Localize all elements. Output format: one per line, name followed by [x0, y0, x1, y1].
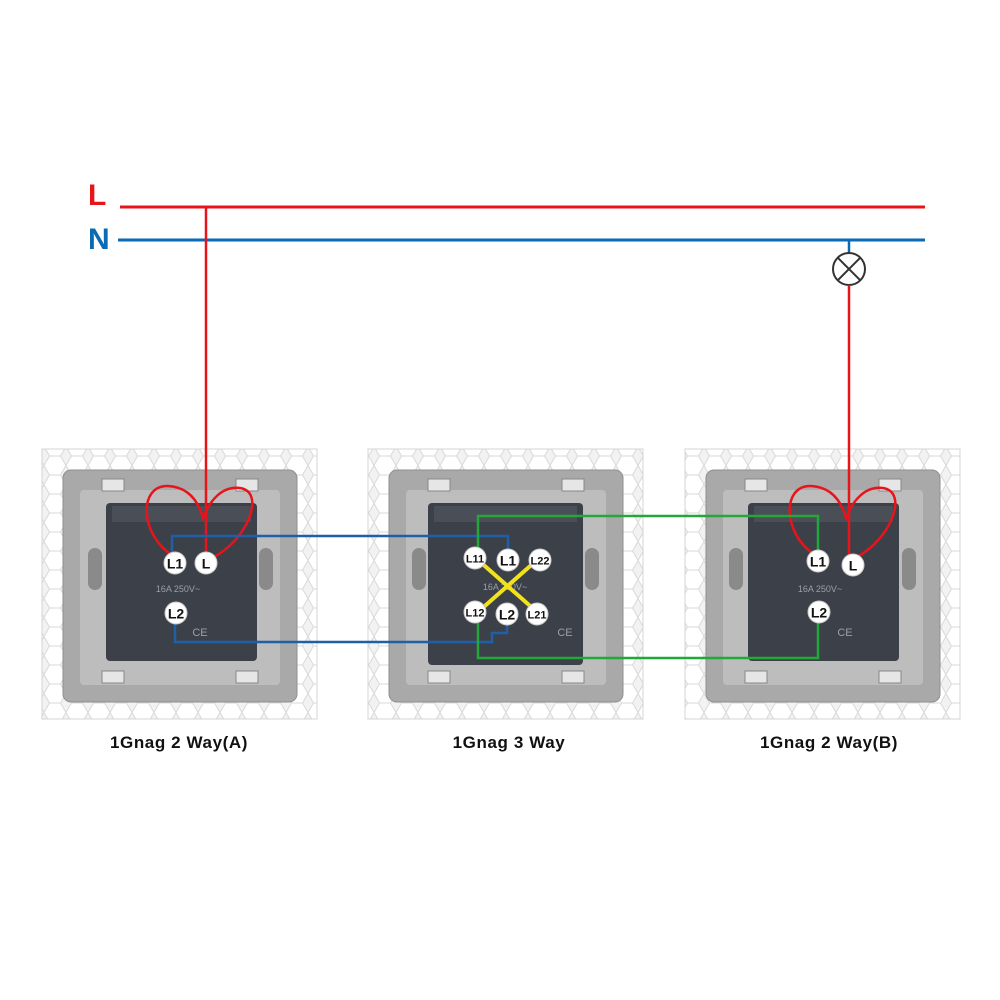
svg-text:L1: L1 [500, 553, 517, 569]
ce-mark: CE [192, 627, 207, 639]
rating-label: 16A 250V~ [156, 584, 200, 594]
terminal-mid-l2: L2 [495, 602, 519, 626]
switch-body-top [754, 506, 893, 522]
clip-top-left [744, 478, 768, 492]
clip-bottom-left [101, 670, 125, 684]
slot-right [259, 548, 273, 590]
svg-text:L2: L2 [811, 605, 828, 621]
jumper-loop-a [145, 484, 254, 560]
traveller-l1-blue [170, 534, 510, 560]
clip-top-left [427, 478, 451, 492]
traveller-green [476, 514, 820, 660]
terminal-a-l: L [194, 551, 218, 575]
terminal-b-l: L [841, 553, 865, 577]
terminal-mid-l12: L12 [463, 600, 487, 624]
clip-top-right [878, 478, 902, 492]
clip-top-right [235, 478, 259, 492]
terminal-b-l2: L2 [807, 600, 831, 624]
svg-text:L12: L12 [466, 608, 485, 620]
svg-text:L: L [849, 558, 858, 574]
terminal-b-l1: L1 [806, 549, 830, 573]
caption-switch-a: 1Gnag 2 Way(A) [109, 733, 249, 752]
terminal-a-l1: L1 [163, 551, 187, 575]
slot-right [902, 548, 916, 590]
switch-module-b: 16A 250V~ CE [684, 448, 961, 720]
clip-bottom-right [878, 670, 902, 684]
svg-text:L1: L1 [810, 554, 827, 570]
clip-bottom-right [235, 670, 259, 684]
caption-switch-mid: 1Gnag 3 Way [452, 733, 566, 752]
terminal-mid-l11: L11 [463, 546, 487, 570]
jumper-loop-b [788, 484, 897, 560]
svg-text:L11: L11 [466, 554, 484, 566]
ce-mark: CE [837, 627, 852, 639]
terminal-mid-l1: L1 [496, 548, 520, 572]
clip-top-right [561, 478, 585, 492]
switch-body-top [112, 506, 251, 522]
lamp-icon [832, 252, 866, 286]
svg-text:L: L [202, 556, 211, 572]
switch-body [748, 503, 899, 661]
traveller-l2-blue [173, 614, 509, 644]
neutral-rail-label: N [88, 223, 110, 256]
slot-right [585, 548, 599, 590]
cross-jumper-2 [476, 558, 539, 614]
clip-bottom-left [427, 670, 451, 684]
slot-left [412, 548, 426, 590]
svg-text:L22: L22 [531, 556, 550, 568]
svg-text:L1: L1 [167, 556, 184, 572]
switch-module-a: 16A 250V~ CE [41, 448, 318, 720]
switch-body [106, 503, 257, 661]
slot-left [729, 548, 743, 590]
switch-body-top [434, 506, 577, 522]
caption-switch-b: 1Gnag 2 Way(B) [759, 733, 899, 752]
svg-text:L21: L21 [528, 610, 547, 622]
clip-bottom-right [561, 670, 585, 684]
slot-left [88, 548, 102, 590]
clip-bottom-left [744, 670, 768, 684]
svg-text:L2: L2 [168, 606, 185, 622]
terminal-mid-l21: L21 [525, 602, 549, 626]
svg-text:L2: L2 [499, 607, 516, 623]
terminal-a-l2: L2 [164, 601, 188, 625]
rating-label: 16A 250V~ [798, 584, 842, 594]
terminal-mid-l22: L22 [528, 548, 552, 572]
clip-top-left [101, 478, 125, 492]
live-rail-label: L [88, 179, 107, 212]
ce-mark: CE [557, 627, 572, 639]
